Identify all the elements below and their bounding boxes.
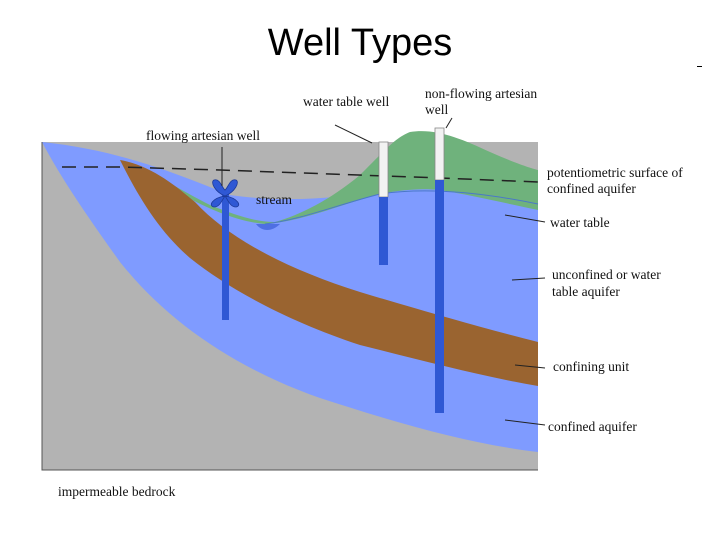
water-table-well-screen [378, 141, 389, 198]
potentiometric-surface-line [62, 166, 539, 183]
confining-unit-layer [120, 160, 538, 386]
flowing-artesian-well-casing [222, 190, 229, 320]
non-flowing-artesian-well-screen [434, 127, 445, 181]
label-non-flowing-line1: non-flowing artesian [425, 86, 537, 101]
water-table-well-casing [379, 197, 388, 265]
label-potentiometric-line2: confined aquifer [547, 181, 636, 196]
unsaturated-hill [120, 131, 538, 224]
label-potentiometric-line1: potentiometric surface of [547, 165, 683, 180]
label-unconfined-line1: unconfined or water [552, 267, 661, 282]
label-water-table-well: water table well [303, 94, 389, 109]
non-flowing-artesian-well-casing [435, 180, 444, 413]
label-confined-aquifer: confined aquifer [548, 419, 637, 434]
artesian-fountain-icon [210, 179, 240, 208]
label-pointers [221, 117, 546, 426]
diagram-frame [41, 142, 538, 471]
label-impermeable-bedrock: impermeable bedrock [58, 484, 176, 499]
label-unconfined-line2: table aquifer [552, 284, 620, 299]
label-non-flowing-line2: well [425, 102, 448, 117]
stream-water [256, 224, 280, 230]
label-confining-unit: confining unit [553, 359, 629, 374]
label-water-table: water table [550, 215, 610, 230]
label-flowing-artesian-well: flowing artesian well [146, 128, 260, 143]
label-stream: stream [256, 192, 292, 207]
slide-corner-mark [697, 66, 702, 67]
page-title: Well Types [267, 22, 453, 64]
